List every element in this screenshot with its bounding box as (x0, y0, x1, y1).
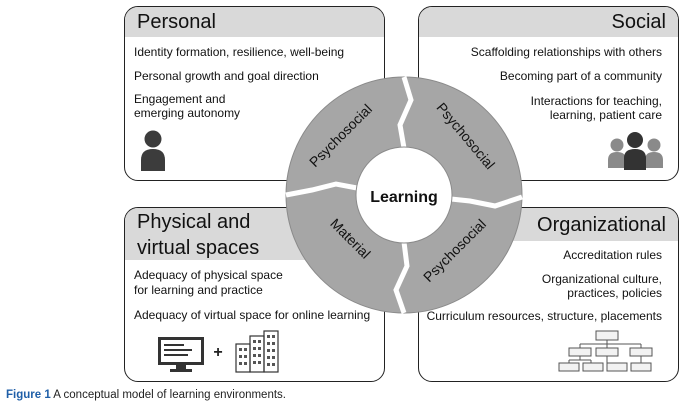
wheel-ring (285, 76, 523, 314)
personal-title: Personal (125, 7, 384, 37)
org-item-1: Accreditation rules (563, 248, 662, 262)
org-chart-icon (558, 330, 653, 372)
personal-item-1: Identity formation, resilience, well-bei… (134, 45, 345, 59)
physical-title-line2: virtual spaces (137, 237, 260, 259)
personal-item-3b: emerging autonomy (134, 106, 241, 120)
social-item-3b: learning, patient care (549, 108, 662, 122)
divider-right (450, 194, 523, 209)
caption-label: Figure 1 (6, 389, 51, 401)
caption-text: A conceptual model of learning environme… (50, 389, 286, 401)
physical-item-1a: Adequacy of physical space (134, 268, 283, 282)
divider-bottom (393, 241, 410, 314)
plus-sign: + (213, 344, 222, 361)
physical-title-line1: Physical and (137, 211, 251, 233)
wheel-center (355, 146, 453, 244)
people-group-icon (608, 132, 663, 170)
org-item-2a: Organizational culture, (541, 272, 662, 286)
personal-box: Personal (124, 6, 385, 181)
monitor-icon (158, 337, 204, 372)
org-item-2b: practices, policies (567, 286, 662, 300)
social-item-2: Becoming part of a community (499, 69, 662, 83)
personal-item-2: Personal growth and goal direction (134, 69, 319, 83)
physical-item-2: Adequacy of virtual space for online lea… (134, 308, 371, 322)
divider-top (397, 76, 414, 149)
social-item-1: Scaffolding relationships with others (470, 45, 662, 59)
divider-left (285, 181, 358, 198)
personal-item-3a: Engagement and (134, 92, 226, 106)
figure-caption: Figure 1 A conceptual model of learning … (6, 389, 286, 401)
wheel-center-label: Learning (370, 189, 438, 206)
org-item-3: Curriculum resources, structure, placeme… (426, 309, 662, 323)
physical-item-1b: for learning and practice (134, 283, 263, 297)
social-item-3a: Interactions for teaching, (530, 94, 662, 108)
buildings-icon (235, 330, 279, 373)
social-title: Social (419, 7, 678, 37)
person-icon (141, 130, 165, 171)
